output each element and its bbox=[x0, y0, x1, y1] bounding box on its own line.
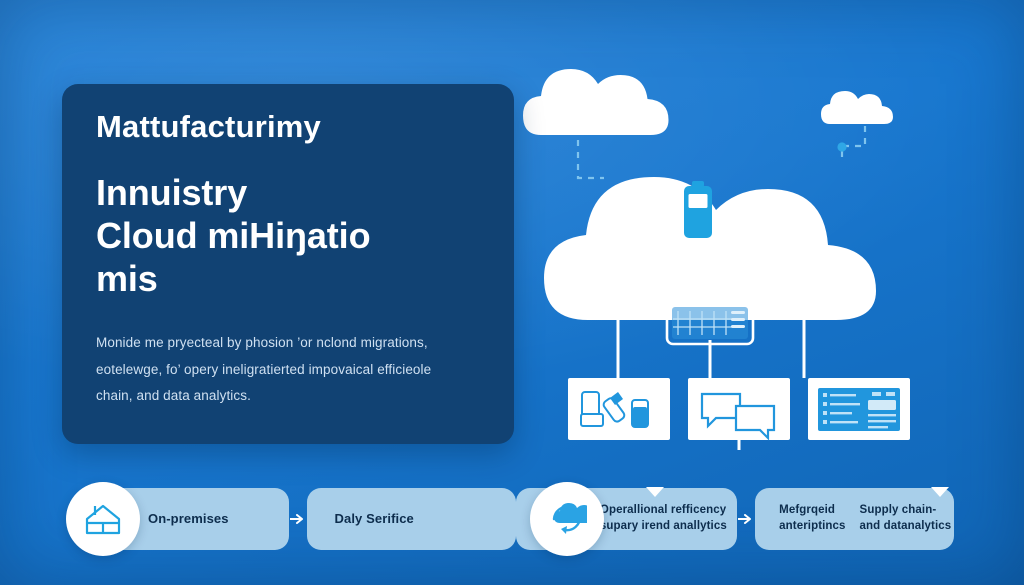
server-rack-icon bbox=[665, 296, 755, 346]
body-line-2: eotelewge, fo’ opery ineligratierted imp… bbox=[96, 361, 432, 377]
cloud-architecture-diagram bbox=[520, 30, 1000, 450]
diagram-box-devices bbox=[568, 378, 670, 440]
small-cloud-top-right-icon bbox=[821, 91, 893, 124]
migration-flow-bar: On-premises Daly Serifice bbox=[66, 482, 954, 556]
main-cloud-shape bbox=[544, 177, 876, 320]
hero-card: Mattufacturimy Innuistry Cloud miHiŋatio… bbox=[62, 84, 514, 444]
flow-step-on-premises[interactable]: On-premises bbox=[66, 482, 289, 556]
flow-step-label: On-premises bbox=[148, 510, 229, 528]
flow-step-label-line: Mefgrqeid bbox=[779, 504, 836, 517]
headline-line-2: Cloud miHiŋatio bbox=[96, 214, 371, 256]
boxes-to-flow-connectors bbox=[737, 440, 741, 450]
flow-step-label: Operallional refficency supary irend ana… bbox=[600, 503, 727, 535]
small-cloud-top-left-icon bbox=[523, 69, 669, 135]
flow-step-supply-chain[interactable]: Mefgrqeid anteriptincs Supply chain- and… bbox=[755, 487, 954, 550]
flow-step-label-columns: Mefgrqeid anteriptincs Supply chain- and… bbox=[779, 503, 951, 535]
flow-step-label-col-b: Supply chain- and datanalytics bbox=[860, 503, 952, 535]
flow-connector-arrow-down bbox=[931, 487, 950, 497]
flow-step-label: Daly Serifice bbox=[335, 510, 414, 528]
flow-step-operational-efficiency[interactable]: Operallional refficency supary irend ana… bbox=[515, 482, 738, 556]
diagram-box-chat bbox=[688, 378, 790, 441]
dashed-connector-right bbox=[840, 126, 867, 158]
cloud-sync-icon bbox=[529, 482, 604, 556]
hero-headline: Innuistry Cloud miHiŋatio mis bbox=[96, 171, 484, 301]
hero-eyebrow: Mattufacturimy bbox=[96, 109, 321, 144]
cloud-to-boxes-connectors bbox=[616, 320, 806, 378]
body-line-1: Monide me pryecteal by phosion ’or nclon… bbox=[96, 335, 428, 351]
flow-step-daly-serifice[interactable]: Daly Serifice bbox=[306, 488, 516, 550]
battery-device-icon bbox=[684, 181, 712, 238]
flow-step-label-line: Supply chain- bbox=[859, 504, 937, 517]
flow-step-label-line: supary irend anallytics bbox=[599, 520, 727, 532]
connector-node-dot bbox=[837, 142, 847, 152]
factory-icon bbox=[66, 482, 140, 556]
headline-line-1: Innuistry bbox=[96, 171, 248, 213]
flow-step-label-line: Daly Serifice bbox=[334, 511, 414, 527]
flow-step-label-line: and datanalytics bbox=[859, 520, 952, 532]
flow-step-label-line: On-premises bbox=[148, 511, 229, 527]
diagram-box-dashboard bbox=[808, 378, 910, 440]
flow-step-label-line: anteriptincs bbox=[779, 520, 846, 532]
hero-card-content: Mattufacturimy Innuistry Cloud miHiŋatio… bbox=[96, 109, 484, 409]
flow-step-label-col-a: Mefgrqeid anteriptincs bbox=[779, 503, 845, 535]
headline-line-3: mis bbox=[96, 258, 158, 300]
body-line-3: chain, and data analytics. bbox=[96, 387, 251, 403]
flow-step-label-line: Operallional refficency bbox=[599, 504, 727, 517]
hero-body-copy: Monide me pryecteal by phosion ’or nclon… bbox=[96, 330, 484, 409]
flow-connector-arrow-down bbox=[645, 487, 664, 497]
